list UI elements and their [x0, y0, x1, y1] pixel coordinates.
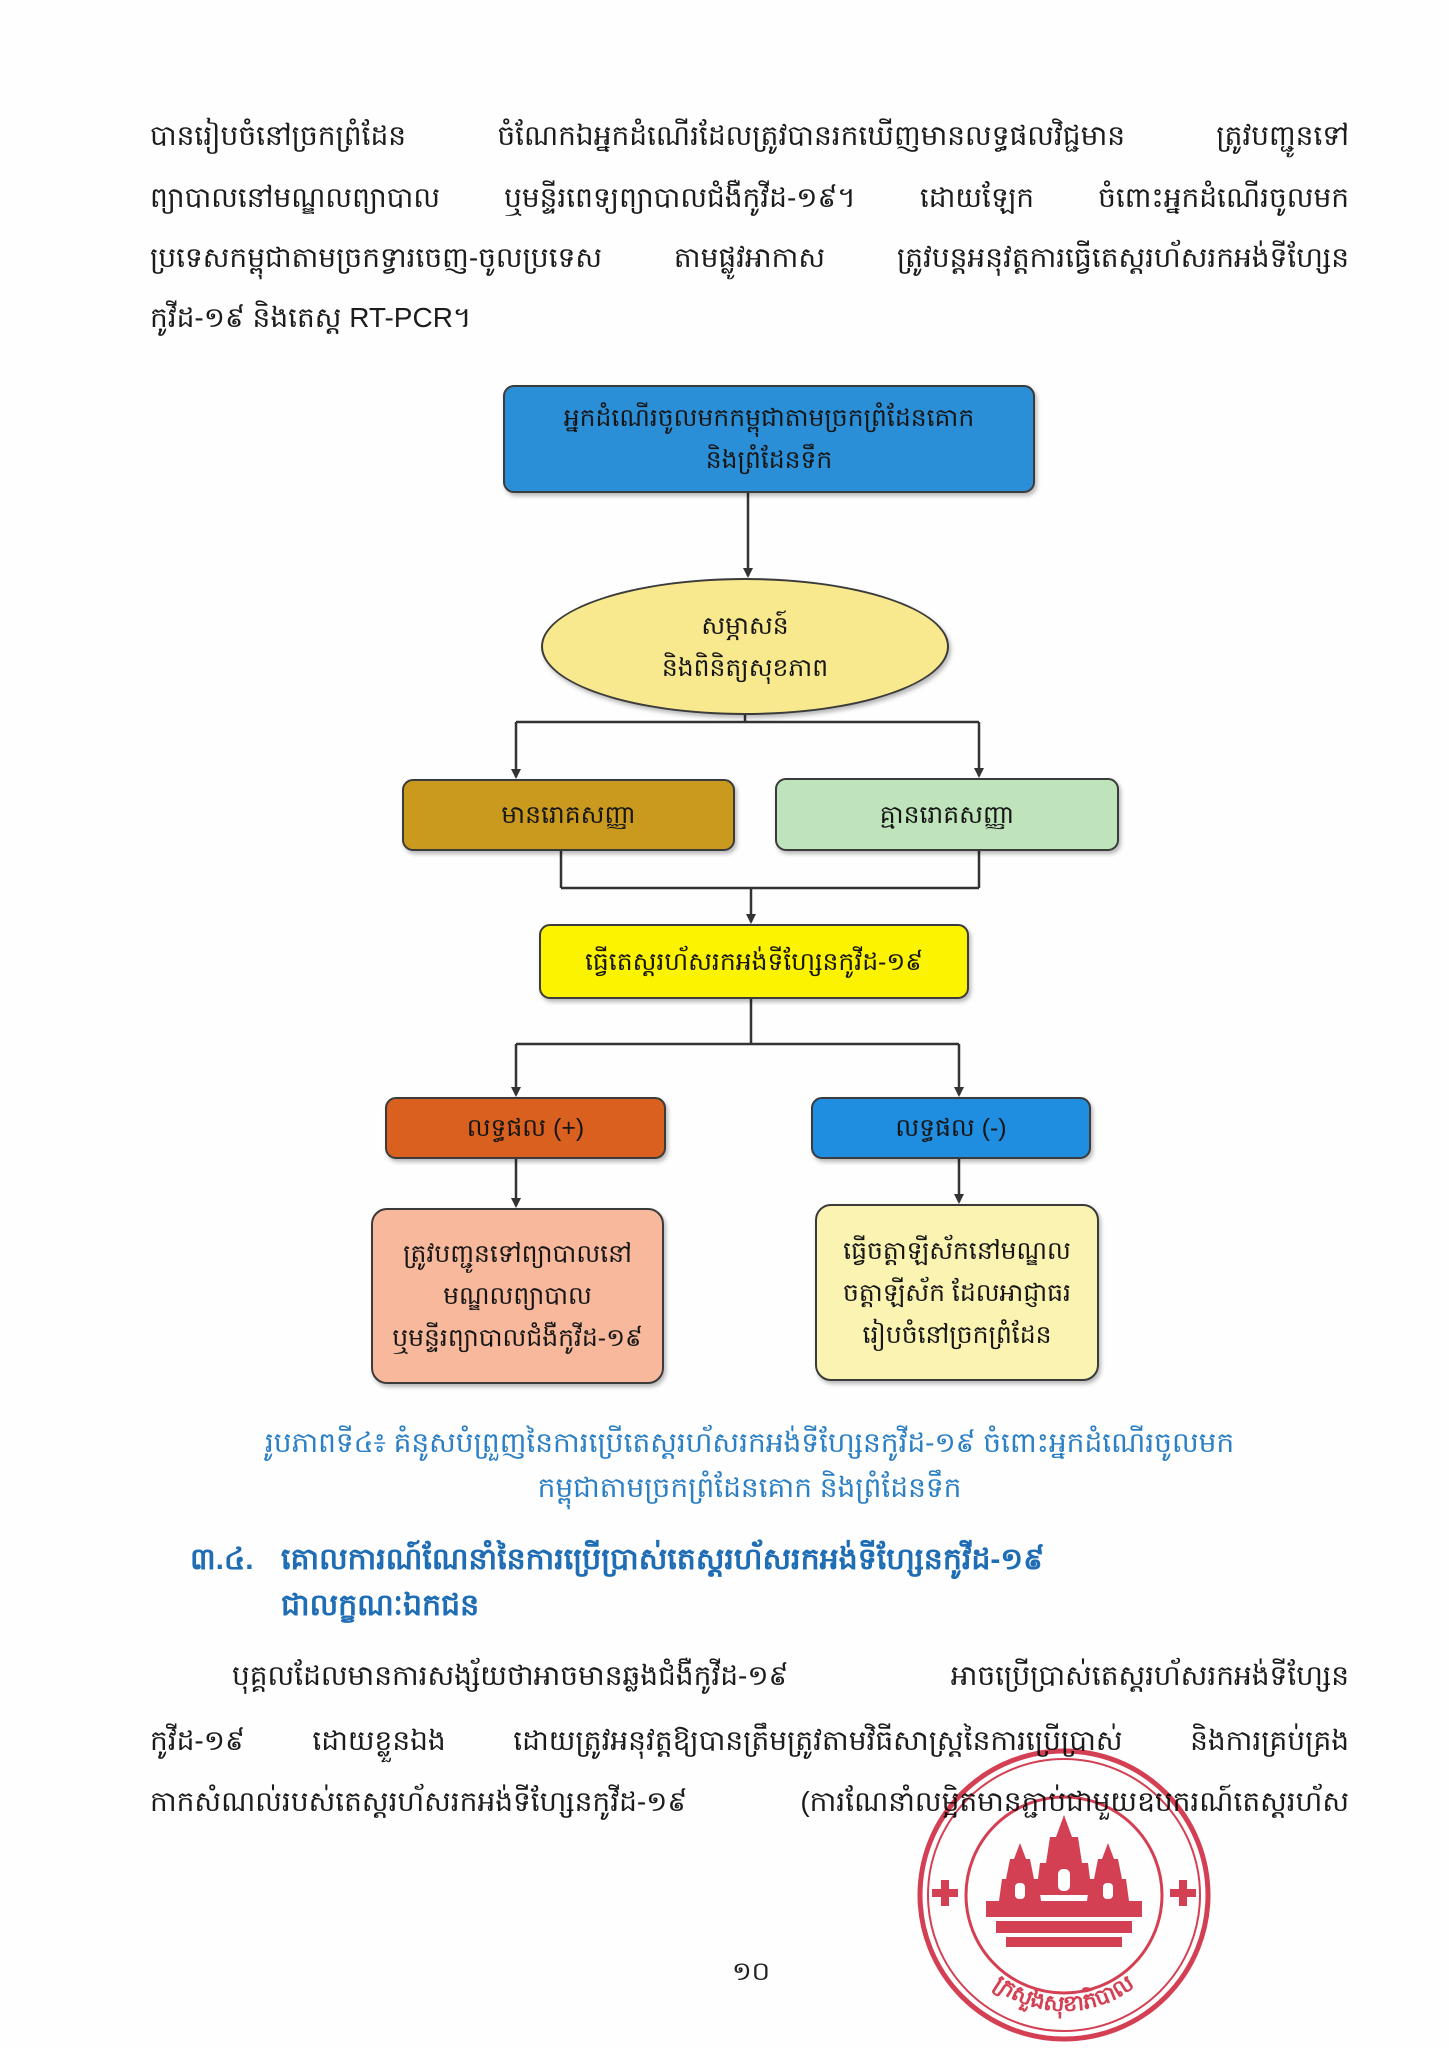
flowchart-start-box: អ្នកដំណើរចូលមកកម្ពុជាតាមច្រកព្រំដែនគោក ន…	[503, 385, 1035, 493]
negative-label: លទ្ធផល (-)	[895, 1114, 1007, 1142]
asymptomatic-label: គ្មានរោគសញ្ញា	[879, 800, 1015, 829]
paragraph-2-line-3: កាកសំណល់របស់តេស្តរហ័សរកអង់ទីហ្សែនកូវីដ-១…	[150, 1786, 1349, 1817]
section-heading-line-1: គោលការណ៍ណែនាំនៃការប្រើប្រាស់តេស្តរហ័សរកអ…	[281, 1543, 1045, 1576]
flowchart-negative-action-box: ធ្វើចត្តាឡីស័កនៅមណ្ឌល ចត្តាឡីស័ក ដែលអាជ្…	[815, 1204, 1099, 1381]
temple-emblem	[986, 1815, 1142, 1947]
figure-caption-line-2: កម្ពុជាតាមច្រកព្រំដែនគោក និងព្រំដែនទឹក	[537, 1472, 962, 1503]
section-heading-line-2: ជាលក្ខណៈឯកជន	[281, 1589, 480, 1622]
negative-action-line-1: ធ្វើចត្តាឡីស័កនៅមណ្ឌល	[843, 1236, 1071, 1265]
page-number: ១០	[731, 1956, 771, 1986]
positive-label: លទ្ធផល (+)	[466, 1114, 585, 1142]
seal-rings	[917, 1748, 1211, 2042]
positive-action-line-3: ឬមន្ទីរព្យាបាលជំងឺកូវីដ-១៩	[392, 1324, 643, 1352]
temple-doorways	[1015, 1869, 1113, 1899]
start-box-line-1: អ្នកដំណើរចូលមកកម្ពុជាតាមច្រកព្រំដែនគោក	[563, 404, 975, 432]
paragraph-2-line-2: កូវីដ-១៩ ដោយខ្លួនឯង ដោយត្រូវអនុវត្តឱ្យបា…	[150, 1725, 1349, 1756]
flowchart-positive-action-box: ត្រូវបញ្ជូនទៅព្យាបាលនៅ មណ្ឌលព្យាបាល ឬមន្…	[371, 1208, 664, 1384]
ministry-seal-stamp: ក្រសួងសុខាភិបាល	[917, 1748, 1211, 2042]
seal-text: ក្រសួងសុខាភិបាល	[989, 1971, 1138, 2019]
positive-action-line-1: ត្រូវបញ្ជូនទៅព្យាបាលនៅ	[403, 1240, 632, 1268]
paragraph-1-line-1: បានរៀបចំនៅច្រកព្រំដែន ចំណែកឯអ្នកដំណើរដែល…	[150, 120, 1349, 151]
paragraph-1-line-4: កូវីដ-១៩ និងតេស្ត RT-PCR។	[150, 302, 472, 333]
negative-action-line-2: ចត្តាឡីស័ក ដែលអាជ្ញាធរ	[843, 1278, 1071, 1307]
positive-action-line-2: មណ្ឌលព្យាបាល	[443, 1282, 592, 1310]
symptomatic-label: មានរោគសញ្ញា	[501, 801, 636, 829]
paragraph-1-line-3: ប្រទេសកម្ពុជាតាមច្រកទ្វារចេញ-ចូលប្រទេស ត…	[150, 242, 1349, 273]
flowchart-interview-ellipse: សម្ភាសន៍ និងពិនិត្យសុខភាព	[541, 578, 949, 715]
paragraph-1-line-2: ព្យាបាលនៅមណ្ឌលព្យាបាល ឬមន្ទីរពេទ្យព្យាបា…	[150, 182, 1349, 213]
flowchart-positive-box: លទ្ធផល (+)	[385, 1097, 666, 1159]
flowchart-asymptomatic-box: គ្មានរោគសញ្ញា	[775, 778, 1119, 851]
negative-action-line-3: រៀបចំនៅច្រកព្រំដែន	[862, 1320, 1052, 1349]
seal-cross-right-icon	[1170, 1880, 1196, 1906]
test-label: ធ្វើតេស្តរហ័សរកអង់ទីហ្សែនកូវីដ-១៩	[584, 947, 924, 976]
paragraph-2-line-1: បុគ្គលដែលមានការសង្ស័យថាអាចមានឆ្លងជំងឺកូវ…	[232, 1660, 1349, 1691]
interview-line-1: សម្ភាសន៍	[701, 611, 789, 640]
flowchart-symptomatic-box: មានរោគសញ្ញា	[402, 779, 735, 851]
seal-cross-left-icon	[932, 1880, 958, 1906]
start-box-line-2: និងព្រំដែនទឹក	[705, 446, 833, 474]
flowchart-negative-box: លទ្ធផល (-)	[811, 1097, 1091, 1159]
section-number: ៣.៤.	[190, 1543, 254, 1576]
figure-caption-line-1: រូបភាពទី៤៖ គំនូសបំព្រួញនៃការប្រើតេស្តរហ័…	[264, 1427, 1235, 1458]
seal-bottom-text: ក្រសួងសុខាភិបាល	[989, 1971, 1138, 2019]
flowchart-test-box: ធ្វើតេស្តរហ័សរកអង់ទីហ្សែនកូវីដ-១៩	[539, 924, 969, 999]
interview-line-2: និងពិនិត្យសុខភាព	[661, 653, 829, 682]
